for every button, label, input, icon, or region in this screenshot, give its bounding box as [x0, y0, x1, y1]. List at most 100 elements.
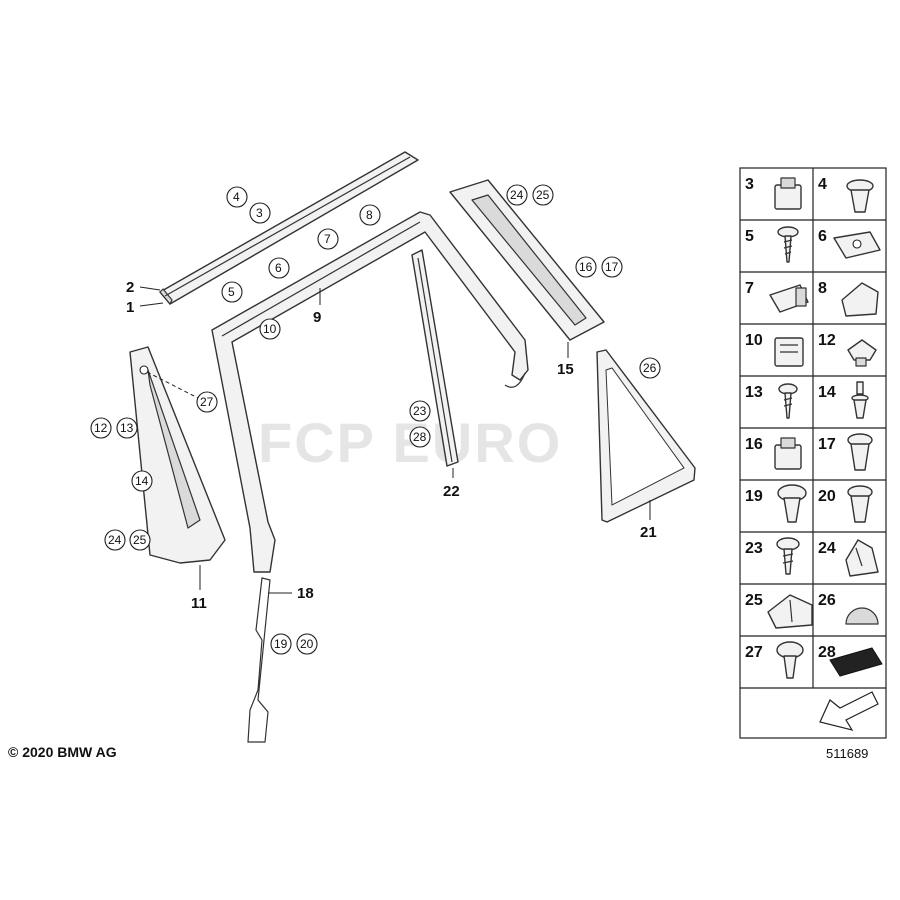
- callout-11: 11: [191, 595, 207, 612]
- callout-circle-5: 5: [221, 281, 243, 303]
- svg-text:4: 4: [818, 176, 827, 193]
- expanding-rivet-icon: [777, 484, 807, 523]
- legend-cell-10: 10: [745, 332, 804, 367]
- svg-text:24: 24: [818, 540, 836, 557]
- legend-cell-3: 3: [745, 176, 802, 210]
- legend-cell-8: 8: [818, 280, 879, 317]
- callout-9: 9: [313, 309, 321, 326]
- spring-nut-icon: [833, 231, 881, 259]
- svg-text:6: 6: [275, 261, 282, 275]
- bolt-icon: [776, 641, 804, 679]
- svg-text:25: 25: [133, 533, 147, 547]
- svg-text:26: 26: [643, 361, 657, 375]
- svg-text:5: 5: [745, 228, 754, 245]
- callout-circle-25b: 25: [129, 529, 151, 551]
- legend-cell-26: 26: [818, 592, 879, 625]
- svg-text:8: 8: [818, 280, 827, 297]
- svg-text:16: 16: [579, 260, 593, 274]
- legend-cell-19: 19: [745, 484, 807, 523]
- screw-icon: [778, 383, 798, 419]
- pad-icon: [829, 647, 883, 677]
- callout-22: 22: [443, 483, 460, 500]
- part-pillar-trim: [129, 346, 226, 564]
- leader-27: [146, 371, 199, 399]
- svg-text:17: 17: [818, 436, 836, 453]
- callout-circle-28: 28: [409, 426, 431, 448]
- callout-15: 15: [557, 361, 574, 378]
- diagram-number: 511689: [826, 746, 869, 761]
- svg-text:25: 25: [536, 188, 550, 202]
- legend-cell-20: 20: [818, 485, 873, 523]
- callout-circle-26: 26: [639, 357, 661, 379]
- svg-text:25: 25: [745, 592, 763, 609]
- legend-cell-12: 12: [818, 332, 877, 367]
- legend-cell-7: 7: [745, 280, 809, 313]
- svg-text:20: 20: [300, 637, 314, 651]
- leader-2: [139, 286, 161, 291]
- legend-cell-5: 5: [745, 226, 799, 263]
- svg-text:14: 14: [818, 384, 836, 401]
- legend-cell-23: 23: [745, 537, 800, 575]
- clip-icon: [845, 539, 879, 577]
- svg-text:23: 23: [413, 404, 427, 418]
- push-rivet-icon: [851, 381, 869, 419]
- svg-text:7: 7: [745, 280, 754, 297]
- legend-cell-28: 28: [818, 644, 883, 677]
- part-window-channel-strip: [159, 151, 419, 305]
- svg-text:13: 13: [120, 421, 134, 435]
- svg-text:28: 28: [818, 644, 836, 661]
- expanding-rivet-icon: [847, 485, 873, 523]
- svg-text:3: 3: [745, 176, 754, 193]
- legend-cell-27: 27: [745, 641, 804, 679]
- svg-text:19: 19: [745, 488, 763, 505]
- clip-icon: [769, 284, 809, 313]
- callout-circle-17: 17: [601, 256, 623, 278]
- svg-text:12: 12: [818, 332, 836, 349]
- svg-text:20: 20: [818, 488, 836, 505]
- svg-text:10: 10: [745, 332, 763, 349]
- svg-text:19: 19: [274, 637, 288, 651]
- svg-text:5: 5: [228, 285, 235, 299]
- watermark: FCP EURO: [258, 411, 563, 474]
- clip-icon: [767, 594, 813, 629]
- callout-circle-4: 4: [226, 186, 248, 208]
- clip-icon: [774, 177, 802, 210]
- clip-icon: [774, 437, 802, 470]
- callout-circle-8: 8: [359, 204, 381, 226]
- svg-text:23: 23: [745, 540, 763, 557]
- copyright: © 2020 BMW AG: [8, 744, 117, 760]
- legend-cell-6: 6: [818, 228, 881, 259]
- cap-icon: [845, 607, 879, 625]
- part-lower-seal: [247, 577, 271, 743]
- legend-cell-13: 13: [745, 383, 798, 419]
- svg-text:16: 16: [745, 436, 763, 453]
- legend-cell-14: 14: [818, 381, 869, 419]
- part-a-pillar-cover: [449, 179, 605, 341]
- svg-text:6: 6: [818, 228, 827, 245]
- svg-text:8: 8: [366, 208, 373, 222]
- callout-circle-23: 23: [409, 400, 431, 422]
- part-window-guide-rail: [411, 249, 459, 467]
- callout-circle-16: 16: [575, 256, 597, 278]
- expanding-rivet-icon: [847, 433, 873, 471]
- callout-2: 2: [126, 279, 134, 296]
- callout-circle-24b: 24: [104, 529, 126, 551]
- legend-cell-24: 24: [818, 539, 879, 577]
- legend-cell-17: 17: [818, 433, 873, 471]
- svg-text:12: 12: [94, 421, 108, 435]
- legend-grid: [739, 167, 887, 739]
- callout-circle-27: 27: [196, 391, 218, 413]
- direction-arrow-icon: [819, 691, 879, 731]
- legend-cell-4: 4: [818, 176, 874, 213]
- svg-text:13: 13: [745, 384, 763, 401]
- nut-icon: [847, 339, 877, 367]
- legend-cell-16: 16: [745, 436, 802, 470]
- callout-circle-25: 25: [532, 184, 554, 206]
- svg-text:7: 7: [324, 232, 331, 246]
- callout-circle-19: 19: [270, 633, 292, 655]
- callout-18: 18: [297, 585, 314, 602]
- svg-text:24: 24: [108, 533, 122, 547]
- svg-text:27: 27: [745, 644, 763, 661]
- svg-text:3: 3: [256, 206, 263, 220]
